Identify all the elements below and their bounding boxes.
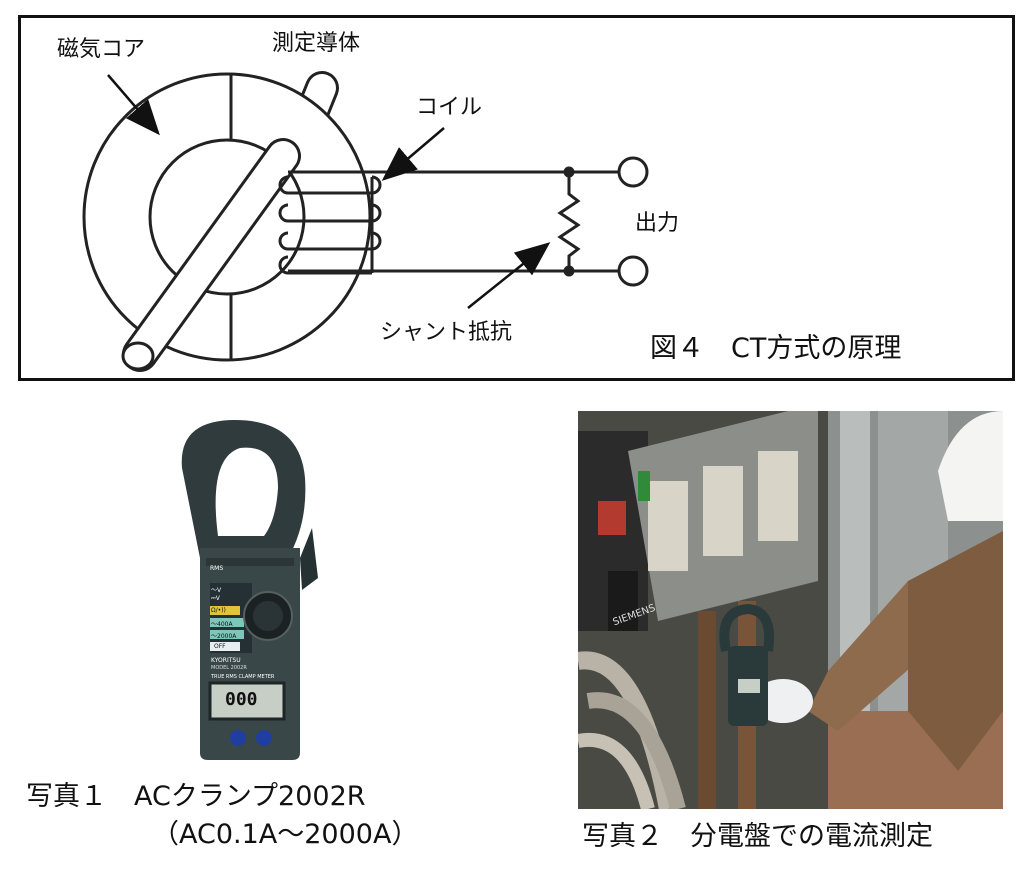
label-shunt: シャント抵抗 bbox=[380, 320, 513, 345]
junction-dot bbox=[563, 265, 575, 277]
output-circuit bbox=[288, 170, 618, 273]
output-terminal-top bbox=[617, 156, 649, 188]
coil bbox=[278, 175, 382, 275]
figure-caption: 図４ CT方式の原理 bbox=[650, 333, 902, 364]
dial-label: ⎓V bbox=[211, 595, 220, 602]
dial-label: 〜V bbox=[211, 587, 222, 594]
dial-label: OFF bbox=[214, 643, 226, 650]
label-conductor: 測定導体 bbox=[272, 31, 361, 56]
label-core: 磁気コア bbox=[57, 37, 146, 62]
meter-display: 000 bbox=[225, 689, 258, 710]
panel-measurement-photo bbox=[578, 411, 1003, 809]
label-output: 出力 bbox=[635, 211, 680, 236]
figure-frame bbox=[18, 15, 1015, 381]
photo2-caption: 写真２ 分電盤での電流測定 bbox=[582, 821, 933, 852]
ct-diagram bbox=[82, 71, 649, 372]
label-coil: コイル bbox=[416, 95, 483, 120]
conductor-bar bbox=[121, 138, 301, 372]
core-arrow bbox=[107, 74, 160, 136]
meter-model: MODEL 2002R bbox=[211, 665, 247, 671]
dial-label: Ω/•)) bbox=[211, 607, 226, 614]
dial-label: 〜400A bbox=[211, 621, 233, 628]
photo1-caption-line2: （AC0.1A～2000A） bbox=[152, 819, 419, 850]
clamp-meter-photo bbox=[181, 420, 318, 760]
meter-title: TRUE RMS CLAMP METER bbox=[211, 674, 275, 680]
output-terminal-bottom bbox=[617, 255, 649, 287]
dial-label: 〜2000A bbox=[211, 633, 237, 640]
photo1-caption-line1: 写真１ ACクランプ2002R bbox=[26, 781, 366, 812]
junction-dot bbox=[563, 166, 575, 178]
meter-brand: KYORITSU bbox=[211, 657, 241, 664]
shunt-arrow bbox=[467, 242, 551, 309]
coil-arrow bbox=[381, 127, 445, 181]
meter-badge: RMS bbox=[210, 565, 224, 572]
